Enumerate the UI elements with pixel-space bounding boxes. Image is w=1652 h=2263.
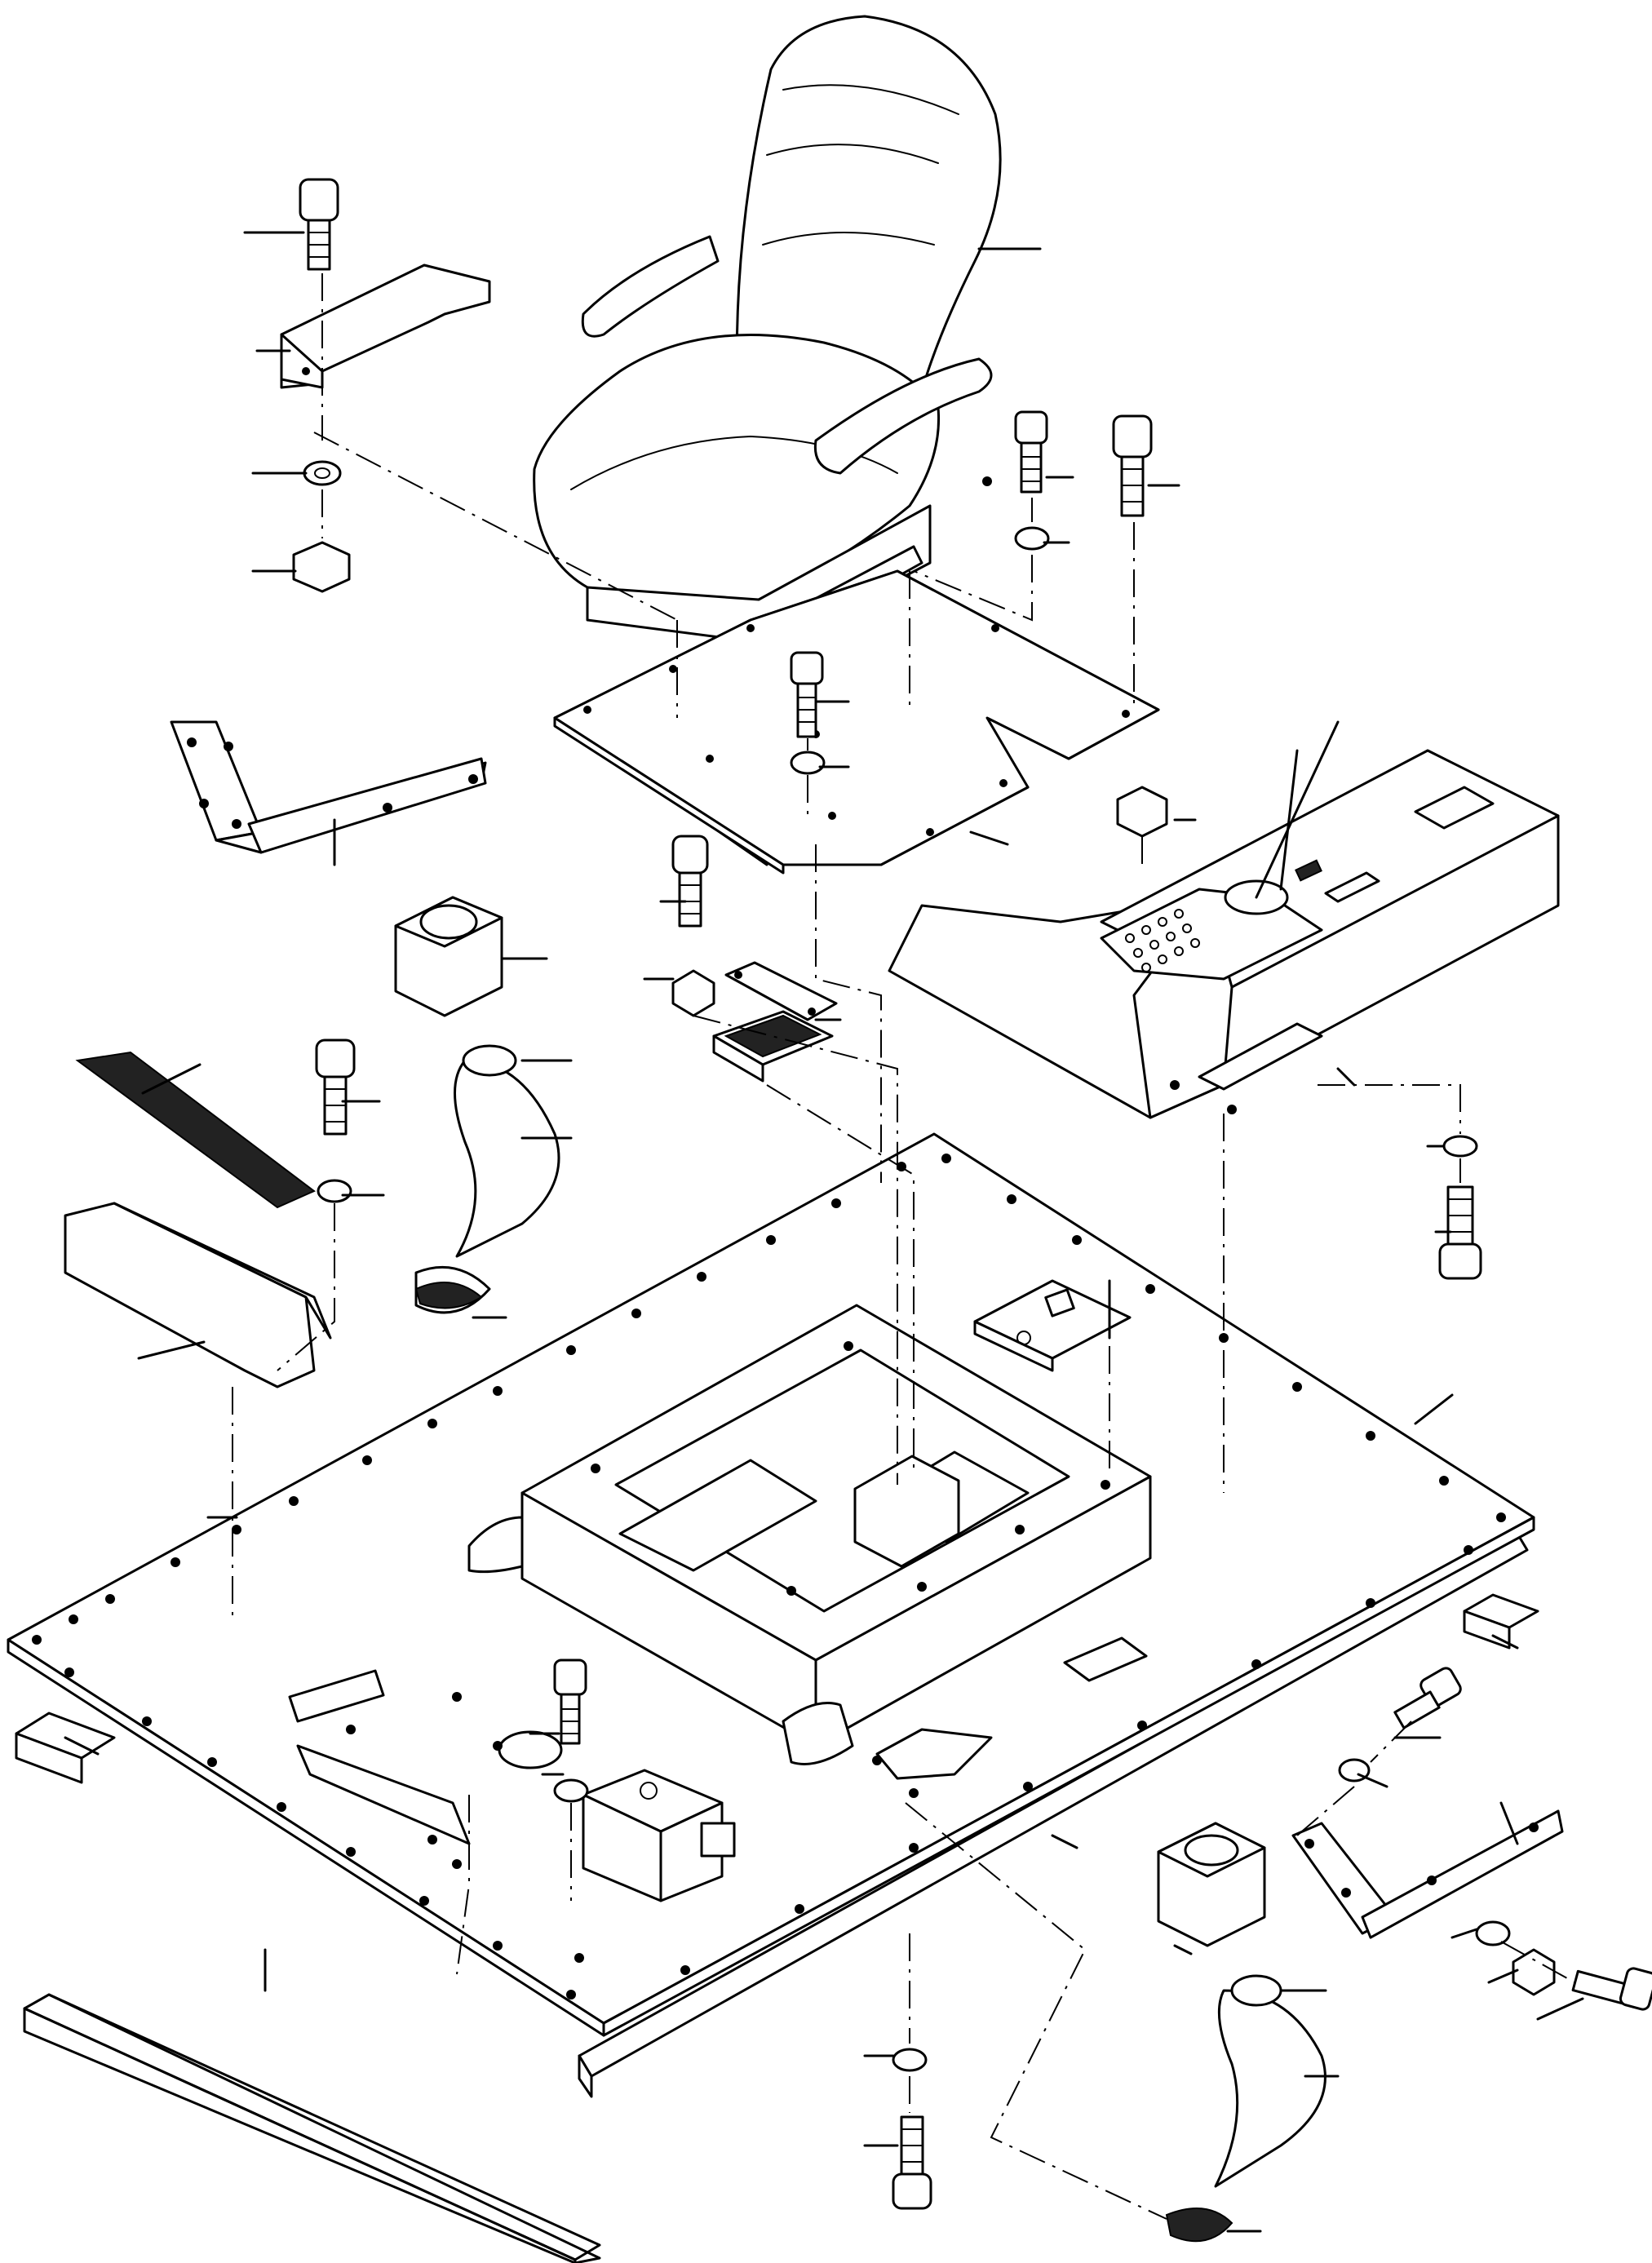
bolt	[1112, 414, 1153, 517]
bolt	[790, 651, 824, 738]
assembly-centerlines	[232, 273, 1575, 2220]
lock-washer	[790, 751, 826, 775]
floor-slot	[1063, 1636, 1148, 1682]
lock-washer	[1442, 1135, 1478, 1158]
center-hump	[520, 1304, 1152, 1747]
nut	[1512, 1948, 1556, 1996]
pedal-opening	[875, 1728, 993, 1780]
seat-mounting-plate	[553, 569, 1160, 875]
bolt	[315, 1038, 356, 1136]
lock-washer	[1014, 526, 1050, 551]
floor-bolt-holes	[32, 1154, 1506, 2000]
floor-tab-left	[467, 1516, 524, 1574]
operator-seat	[533, 15, 1002, 646]
nut	[671, 969, 715, 1017]
lock-washer	[317, 1179, 352, 1203]
heater-duct-right	[1157, 1822, 1326, 2243]
console-cupholder-opening	[1414, 786, 1495, 830]
floor-mount-rail-back	[15, 1712, 116, 1784]
bolt	[1571, 1967, 1652, 2011]
bolt	[671, 835, 709, 928]
floor-mount-rail-left	[23, 1993, 601, 2263]
pedal-switch-block	[582, 1769, 736, 1902]
floor-round-hole	[498, 1730, 563, 1769]
grille-bracket	[724, 961, 838, 1021]
heater-duct	[394, 896, 560, 1314]
seat-bracket-right	[1291, 1809, 1564, 1939]
console-slot	[1324, 871, 1380, 903]
bolt	[553, 1658, 587, 1745]
bolt	[1393, 1667, 1462, 1729]
bolt	[1438, 1185, 1482, 1280]
floor-tab-center	[782, 1702, 854, 1765]
lock-washer	[892, 2048, 928, 2072]
console-keypad-panel	[1100, 859, 1323, 981]
floor-grille	[712, 1010, 834, 1083]
left-console-trim	[64, 1202, 332, 1388]
seat-bracket	[170, 720, 487, 854]
seat-bracket-top	[280, 264, 491, 389]
nut	[1116, 786, 1168, 838]
shift-boot-frame	[853, 1455, 960, 1568]
lock-washer	[553, 1778, 589, 1803]
right-control-console	[888, 749, 1560, 1119]
lock-washer	[303, 460, 342, 486]
console-switch-bank	[1198, 1022, 1323, 1091]
bolt	[299, 178, 339, 271]
nut	[292, 541, 351, 593]
accelerator-pedal-assembly	[973, 1279, 1132, 1372]
floor-slot	[288, 1669, 385, 1723]
bolt	[1014, 410, 1048, 494]
leader-lines	[64, 231, 1584, 2233]
lock-washer	[1475, 1920, 1511, 1946]
bolt	[892, 2115, 932, 2210]
cover-strip	[75, 1051, 316, 1209]
